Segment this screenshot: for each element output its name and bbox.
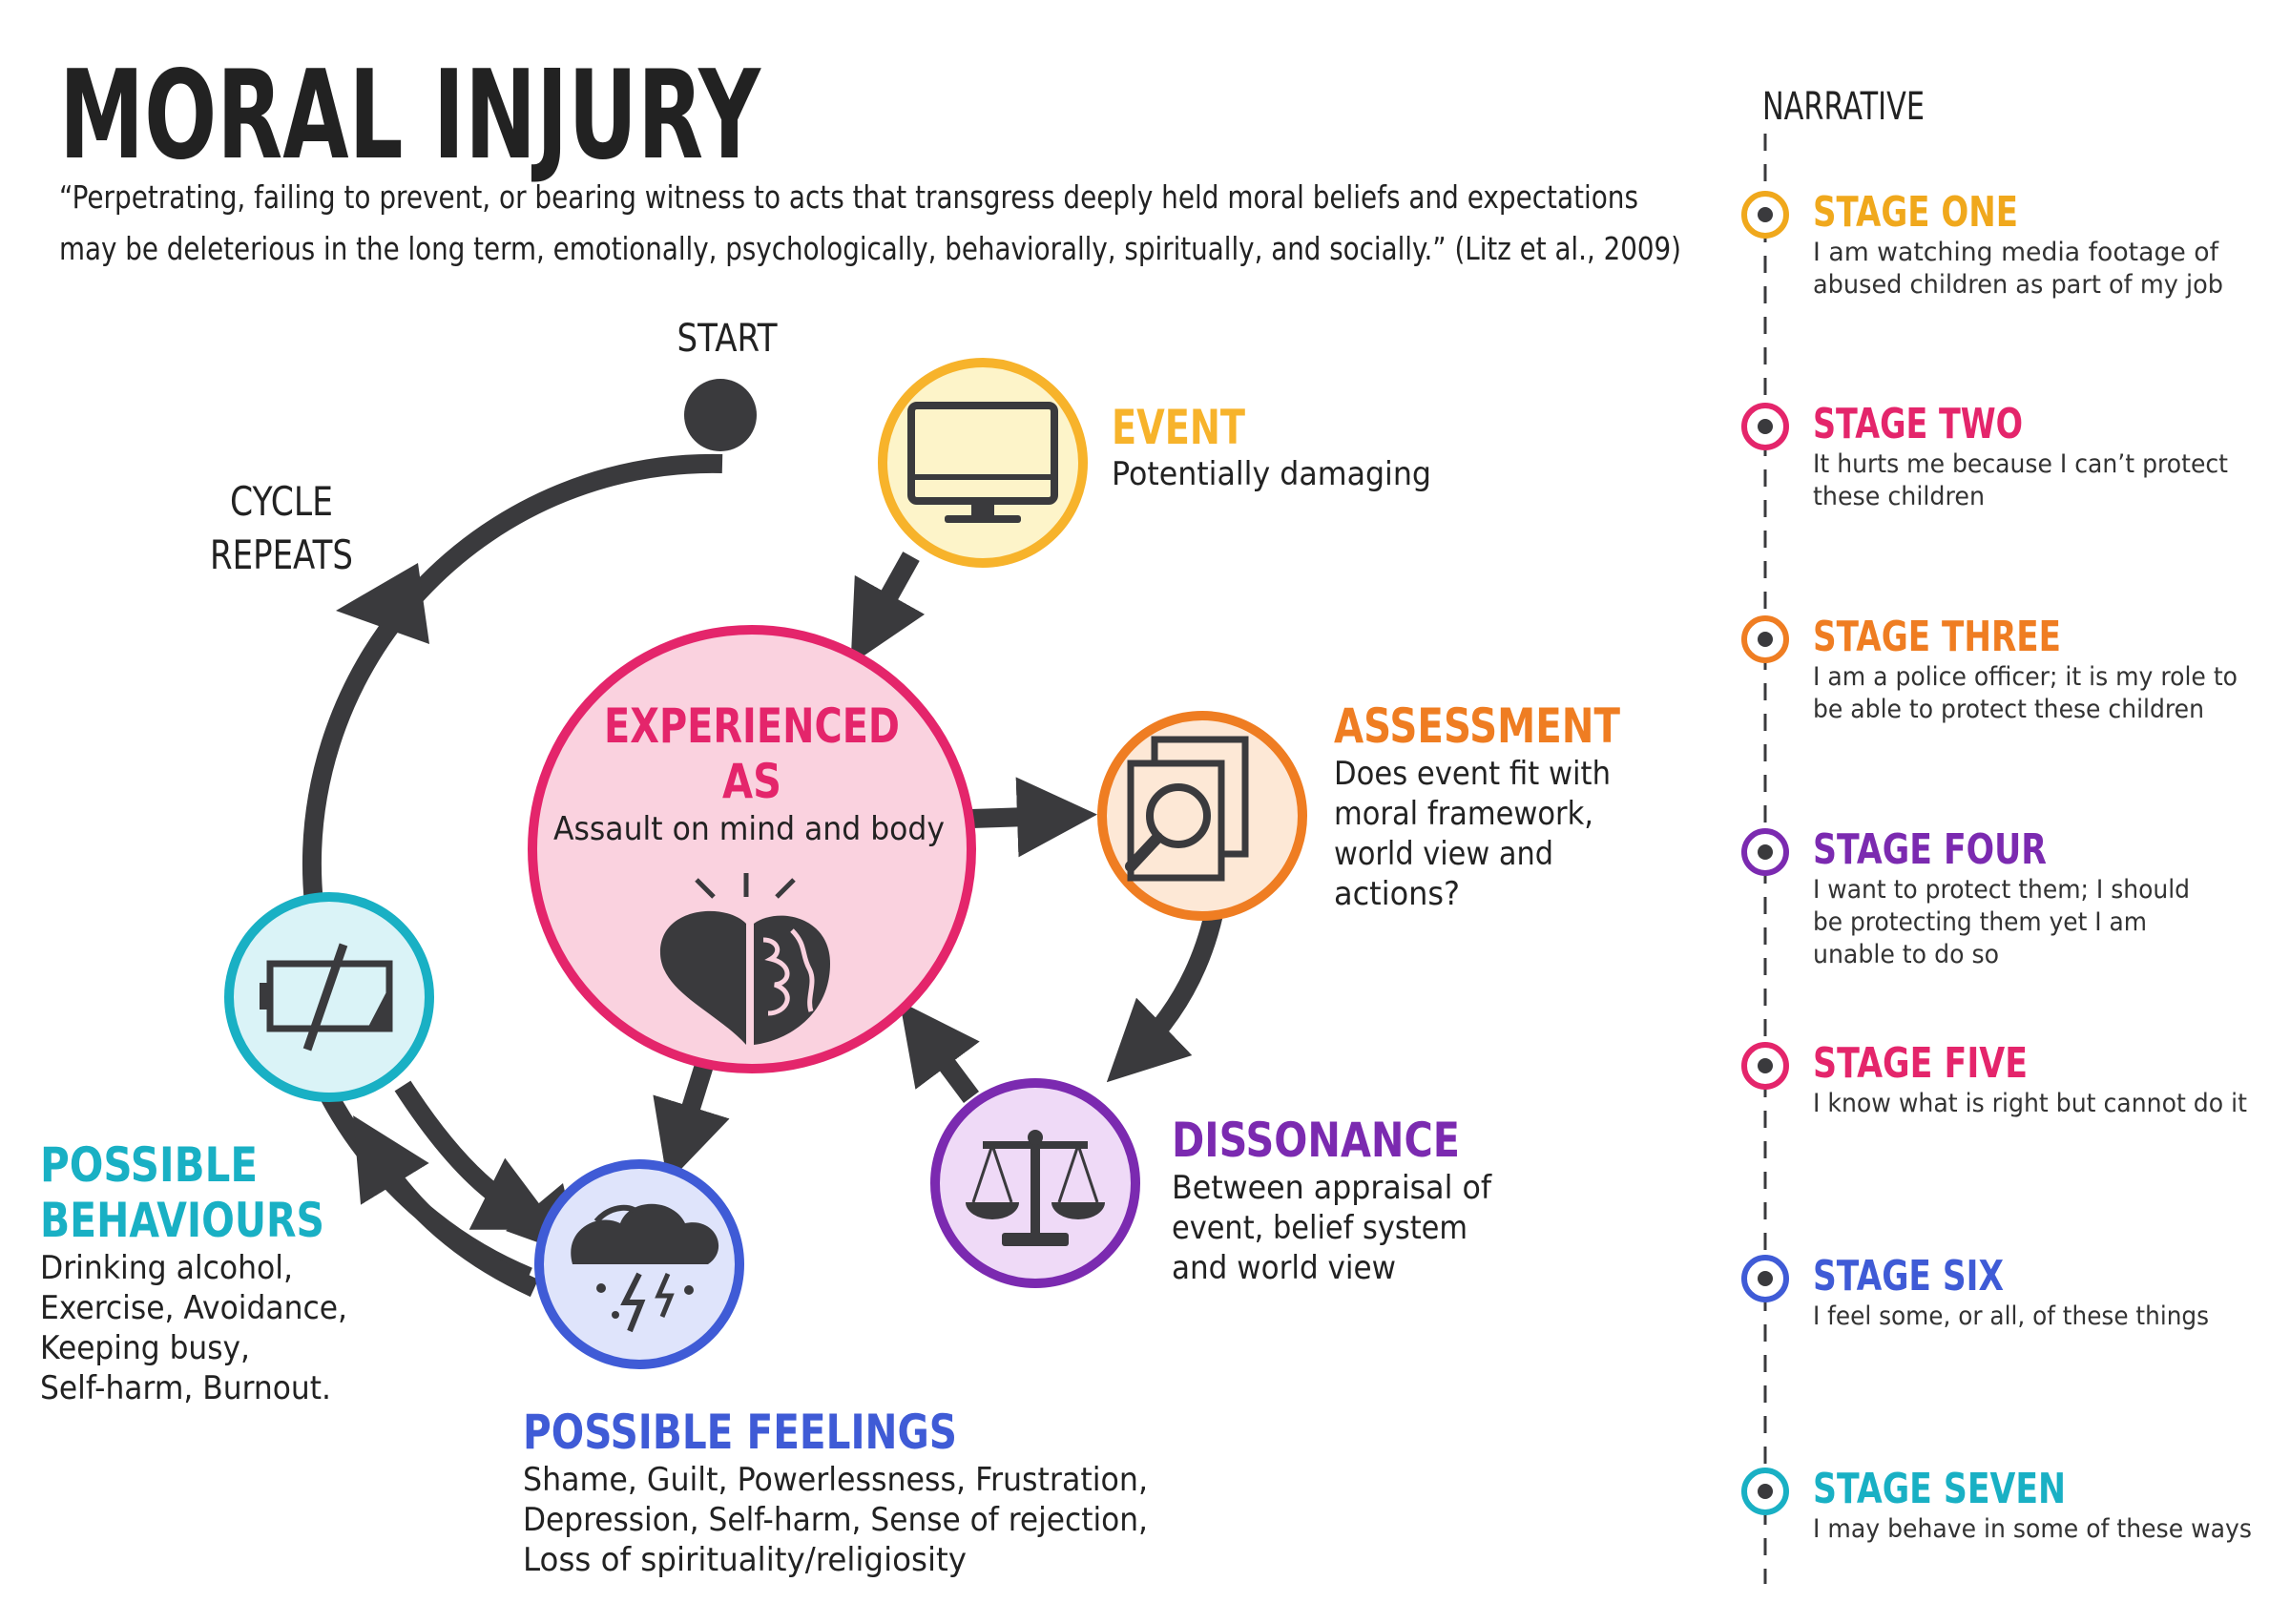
behaviours-title-1: POSSIBLE bbox=[40, 1137, 258, 1193]
stage-description-line: I am a police officer; it is my role to bbox=[1813, 662, 2238, 692]
document-search-icon bbox=[1125, 736, 1249, 882]
stage-description-line: be protecting them yet I am bbox=[1813, 907, 2147, 937]
scales-icon bbox=[966, 1130, 1105, 1246]
experienced-node: EXPERIENCED AS Assault on mind and body bbox=[528, 625, 976, 1073]
dissonance-description-3: and world view bbox=[1172, 1249, 1396, 1287]
arrow-dissonance-to-experienced bbox=[899, 1001, 980, 1103]
stage-marker-dot bbox=[1758, 844, 1773, 860]
stage-description-line: I know what is right but cannot do it bbox=[1813, 1089, 2247, 1118]
assessment-description-4: actions? bbox=[1334, 875, 1460, 913]
dissonance-description-1: Between appraisal of bbox=[1172, 1169, 1492, 1207]
event-node: EVENT Potentially damaging bbox=[878, 358, 1431, 568]
monitor-icon bbox=[907, 402, 1058, 523]
quote-line-2: may be deleterious in the long term, emo… bbox=[59, 230, 1681, 267]
stage-description-line: I am watching media footage of bbox=[1813, 238, 2219, 267]
assessment-description-1: Does event fit with bbox=[1334, 755, 1611, 793]
behaviours-description-3: Keeping busy, bbox=[40, 1329, 250, 1367]
stage-description-line: abused children as part of my job bbox=[1813, 270, 2223, 300]
narrative-heading: NARRATIVE bbox=[1762, 85, 1925, 129]
stage-marker-dot bbox=[1758, 1484, 1773, 1499]
event-title: EVENT bbox=[1112, 400, 1245, 455]
feelings-title: POSSIBLE FEELINGS bbox=[523, 1405, 957, 1460]
cycle-repeats-label-2: REPEATS bbox=[210, 531, 353, 578]
stage-marker-dot bbox=[1758, 632, 1773, 647]
page-title: MORAL INJURY bbox=[59, 45, 761, 187]
cycle-arrow-up bbox=[336, 563, 429, 644]
behaviours-description-2: Exercise, Avoidance, bbox=[40, 1289, 347, 1327]
behaviours-description-1: Drinking alcohol, bbox=[40, 1249, 293, 1287]
arrow-feelings-to-behaviours bbox=[353, 1115, 539, 1298]
experienced-title-1: EXPERIENCED bbox=[604, 698, 900, 754]
stage-marker-dot bbox=[1758, 1058, 1773, 1073]
stage-description-line: I may behave in some of these ways bbox=[1813, 1514, 2252, 1544]
stage-description-line: I feel some, or all, of these things bbox=[1813, 1301, 2209, 1331]
dissonance-description-2: event, belief system bbox=[1172, 1209, 1468, 1247]
experienced-circle bbox=[528, 625, 976, 1073]
stage-description-line: It hurts me because I can’t protect bbox=[1813, 449, 2228, 479]
dissonance-title: DISSONANCE bbox=[1172, 1113, 1460, 1168]
stage-title: STAGE SEVEN bbox=[1813, 1465, 2066, 1513]
flow-arrows bbox=[353, 552, 1223, 1298]
event-circle bbox=[878, 358, 1088, 568]
assessment-description-2: moral framework, bbox=[1334, 795, 1593, 833]
behaviours-description-4: Self-harm, Burnout. bbox=[40, 1369, 331, 1407]
cycle-repeats-label-1: CYCLE bbox=[230, 478, 333, 525]
stage-description-line: these children bbox=[1813, 482, 1985, 511]
stage-title: STAGE TWO bbox=[1813, 400, 2023, 448]
start-marker bbox=[684, 379, 757, 451]
assessment-description-3: world view and bbox=[1334, 835, 1553, 873]
assessment-title: ASSESSMENT bbox=[1334, 698, 1620, 754]
storm-cloud-icon bbox=[571, 1203, 719, 1333]
experienced-description: Assault on mind and body bbox=[553, 810, 945, 848]
heart-brain-icon bbox=[659, 873, 830, 1045]
arrow-experienced-to-assessment bbox=[970, 777, 1097, 858]
assessment-node: ASSESSMENT Does event fit with moral fra… bbox=[1097, 698, 1620, 921]
stage-title: STAGE SIX bbox=[1813, 1252, 2004, 1301]
arrow-experienced-to-feelings bbox=[653, 1056, 730, 1184]
stage-title: STAGE FIVE bbox=[1813, 1039, 2028, 1088]
dissonance-node: DISSONANCE Between appraisal of event, b… bbox=[930, 1078, 1492, 1288]
feelings-description-2: Depression, Self-harm, Sense of rejectio… bbox=[523, 1501, 1148, 1539]
arrow-assessment-to-dissonance bbox=[1106, 911, 1223, 1083]
stage-description-line: be able to protect these children bbox=[1813, 695, 2204, 724]
stage-marker-dot bbox=[1758, 1271, 1773, 1286]
low-battery-icon bbox=[260, 943, 393, 1051]
feelings-description-3: Loss of spirituality/religiosity bbox=[523, 1541, 967, 1579]
stage-description-line: unable to do so bbox=[1813, 940, 1999, 969]
stage-marker-dot bbox=[1758, 207, 1773, 222]
stage-title: STAGE ONE bbox=[1813, 188, 2018, 237]
feelings-description-1: Shame, Guilt, Powerlessness, Frustration… bbox=[523, 1461, 1148, 1499]
arrow-event-to-experienced bbox=[850, 552, 926, 665]
stage-marker-dot bbox=[1758, 419, 1773, 434]
feelings-node: POSSIBLE FEELINGS Shame, Guilt, Powerles… bbox=[523, 1159, 1148, 1579]
stage-title: STAGE FOUR bbox=[1813, 825, 2047, 874]
quote-line-1: “Perpetrating, failing to prevent, or be… bbox=[59, 178, 1638, 216]
stage-title: STAGE THREE bbox=[1813, 613, 2061, 661]
event-description: Potentially damaging bbox=[1112, 455, 1431, 493]
experienced-title-2: AS bbox=[722, 754, 781, 809]
arrow-behaviours-to-feelings bbox=[394, 1080, 559, 1230]
behaviours-title-2: BEHAVIOURS bbox=[40, 1193, 324, 1248]
stage-description-line: I want to protect them; I should bbox=[1813, 875, 2190, 905]
behaviours-node: POSSIBLE BEHAVIOURS Drinking alcohol, Ex… bbox=[40, 892, 434, 1407]
start-label: START bbox=[677, 317, 778, 361]
